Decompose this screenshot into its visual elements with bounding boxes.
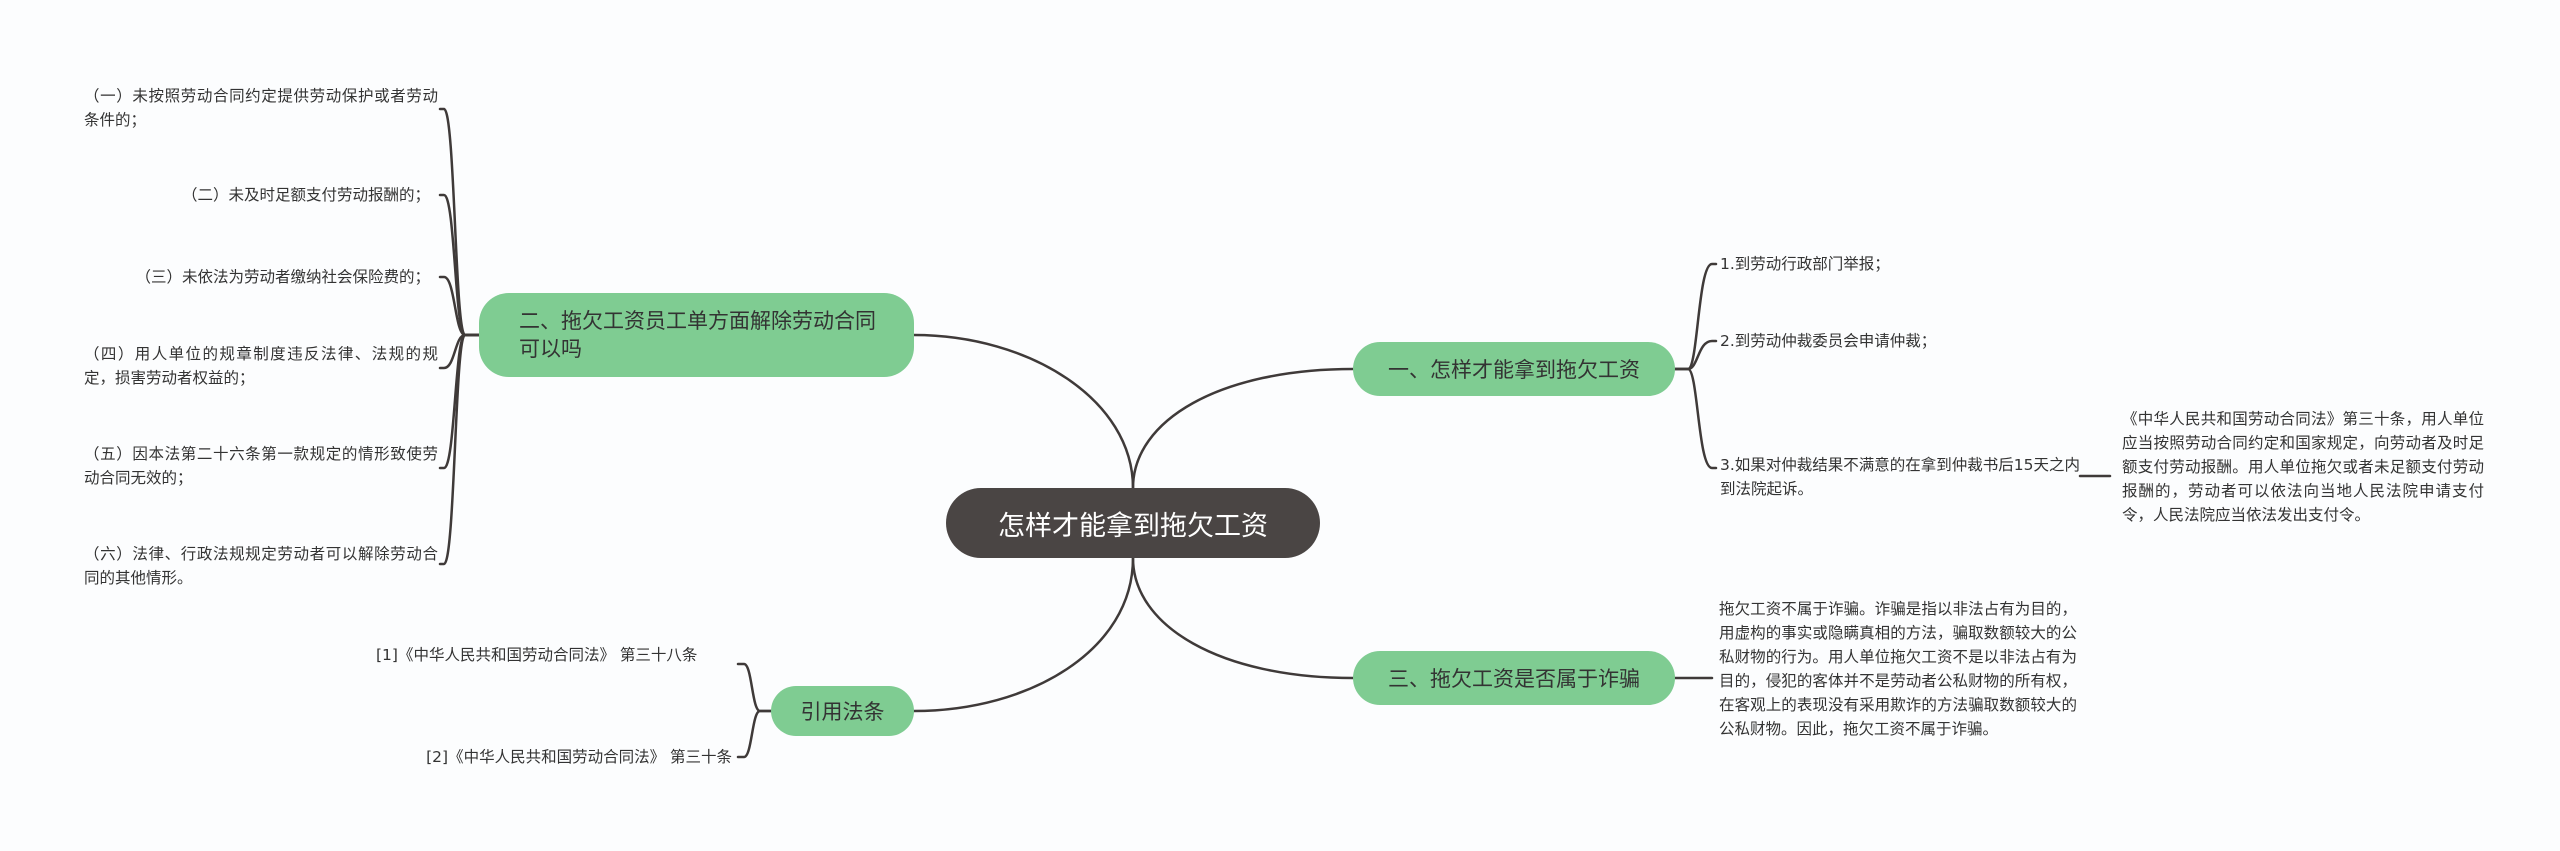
connector-root-to-three: [1131, 556, 1355, 680]
leaf-condition-4: （四）用人单位的规章制度违反法律、法规的规定，损害劳动者权益的；: [84, 345, 438, 387]
connector-cite-to-item-2: [736, 709, 773, 759]
topic-label: 三、拖欠工资是否属于诈骗: [1388, 667, 1640, 691]
root-topic-label: 怎样才能拿到拖欠工资: [998, 510, 1268, 542]
leaf-not-fraud-explanation: 拖欠工资不属于诈骗。诈骗是指以非法占有为目的，用虚构的事实或隐瞒真相的方法，骗取…: [1719, 600, 2077, 738]
connector-root-to-two: [912, 333, 1135, 490]
leaf-apply-arbitration: 2.到劳动仲裁委员会申请仲裁；: [1720, 332, 1937, 350]
leaf-condition-6: （六）法律、行政法规规定劳动者可以解除劳动合同的其他情形。: [84, 545, 438, 587]
leaf-condition-1: （一）未按照劳动合同约定提供劳动保护或者劳动条件的；: [84, 87, 438, 129]
connector-one-to-item-1: [1673, 262, 1718, 371]
connector-root-to-cite: [912, 556, 1135, 713]
connector-root-to-one: [1131, 367, 1355, 490]
leaf-cite-article-30: [2]《中华人民共和国劳动合同法》 第三十条: [426, 748, 732, 766]
leaf-sue-in-court: 3.如果对仲裁结果不满意的在拿到仲裁书后15天之内到法院起诉。: [1720, 456, 2081, 498]
connector-two-to-item-2: [438, 193, 481, 337]
topic-how-to-get-wages[interactable]: 一、怎样才能拿到拖欠工资: [1353, 342, 1675, 396]
topic-cited-laws[interactable]: 引用法条: [771, 686, 914, 736]
topic-terminate-contract[interactable]: 二、拖欠工资员工单方面解除劳动合同可以吗: [479, 293, 914, 377]
connector-two-to-item-1: [438, 107, 481, 337]
leaf-report-labor-dept: 1.到劳动行政部门举报；: [1720, 255, 1890, 273]
connector-two-to-item-6: [438, 333, 481, 566]
leaf-article-30-note: 《中华人民共和国劳动合同法》第三十条，用人单位应当按照劳动合同约定和国家规定，向…: [2122, 410, 2484, 524]
topic-label: 引用法条: [800, 700, 885, 724]
leaf-condition-2: （二）未及时足额支付劳动报酬的；: [181, 186, 430, 204]
topic-is-it-fraud[interactable]: 三、拖欠工资是否属于诈骗: [1353, 651, 1675, 705]
leaf-condition-3: （三）未依法为劳动者缴纳社会保险费的；: [135, 268, 430, 286]
leaf-condition-5: （五）因本法第二十六条第一款规定的情形致使劳动合同无效的；: [84, 445, 438, 487]
root-topic[interactable]: 怎样才能拿到拖欠工资: [946, 488, 1320, 558]
leaf-cite-article-38: [1]《中华人民共和国劳动合同法》 第三十八条: [376, 646, 698, 664]
connector-one-to-item-3: [1673, 367, 1718, 470]
connector-cite-to-item-1: [736, 662, 773, 713]
topic-label: 一、怎样才能拿到拖欠工资: [1388, 358, 1640, 382]
topic-label: 二、拖欠工资员工单方面解除劳动合同可以吗: [519, 309, 876, 361]
